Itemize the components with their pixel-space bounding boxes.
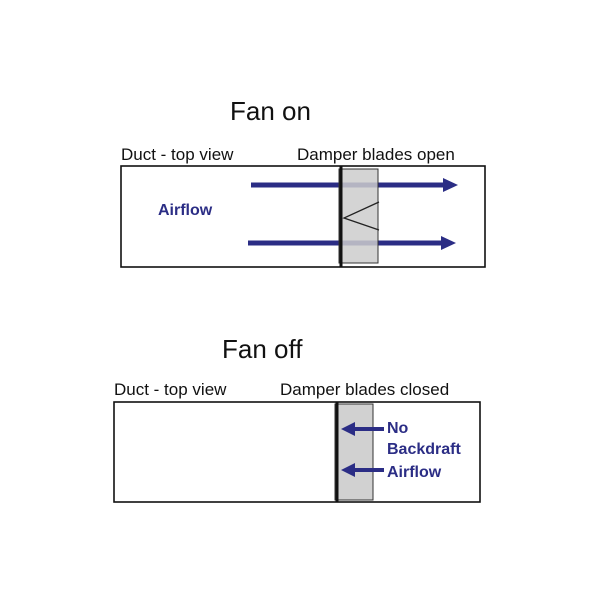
damper-open-housing [338, 168, 379, 264]
fan-off-duct-label: Duct - top view [114, 380, 227, 399]
arrow-left-icon [341, 463, 355, 477]
fan-on-damper-label: Damper blades open [297, 145, 455, 164]
backdraft-arrow-top [341, 422, 384, 436]
arrow-right-icon [441, 236, 456, 250]
fan-off-section: Fan off Duct - top view Damper blades cl… [113, 334, 481, 503]
fan-off-damper-label: Damper blades closed [280, 380, 449, 399]
fan-on-section: Fan on Duct - top view Damper blades ope… [120, 96, 486, 268]
backdraft-label-line-1: No [387, 420, 409, 437]
damper-closed-housing [334, 403, 374, 501]
airflow-label: Airflow [158, 202, 213, 219]
fan-on-title: Fan on [230, 96, 311, 126]
backdraft-arrow-bottom [341, 463, 384, 477]
fan-off-title: Fan off [222, 334, 303, 364]
damper-open-blades [342, 201, 380, 231]
arrow-left-icon [341, 422, 355, 436]
fan-off-duct [113, 401, 481, 503]
backdraft-label-line-3: Airflow [387, 464, 442, 481]
backdraft-label-line-2: Backdraft [387, 441, 461, 458]
arrow-right-icon [443, 178, 458, 192]
fan-on-duct-label: Duct - top view [121, 145, 234, 164]
